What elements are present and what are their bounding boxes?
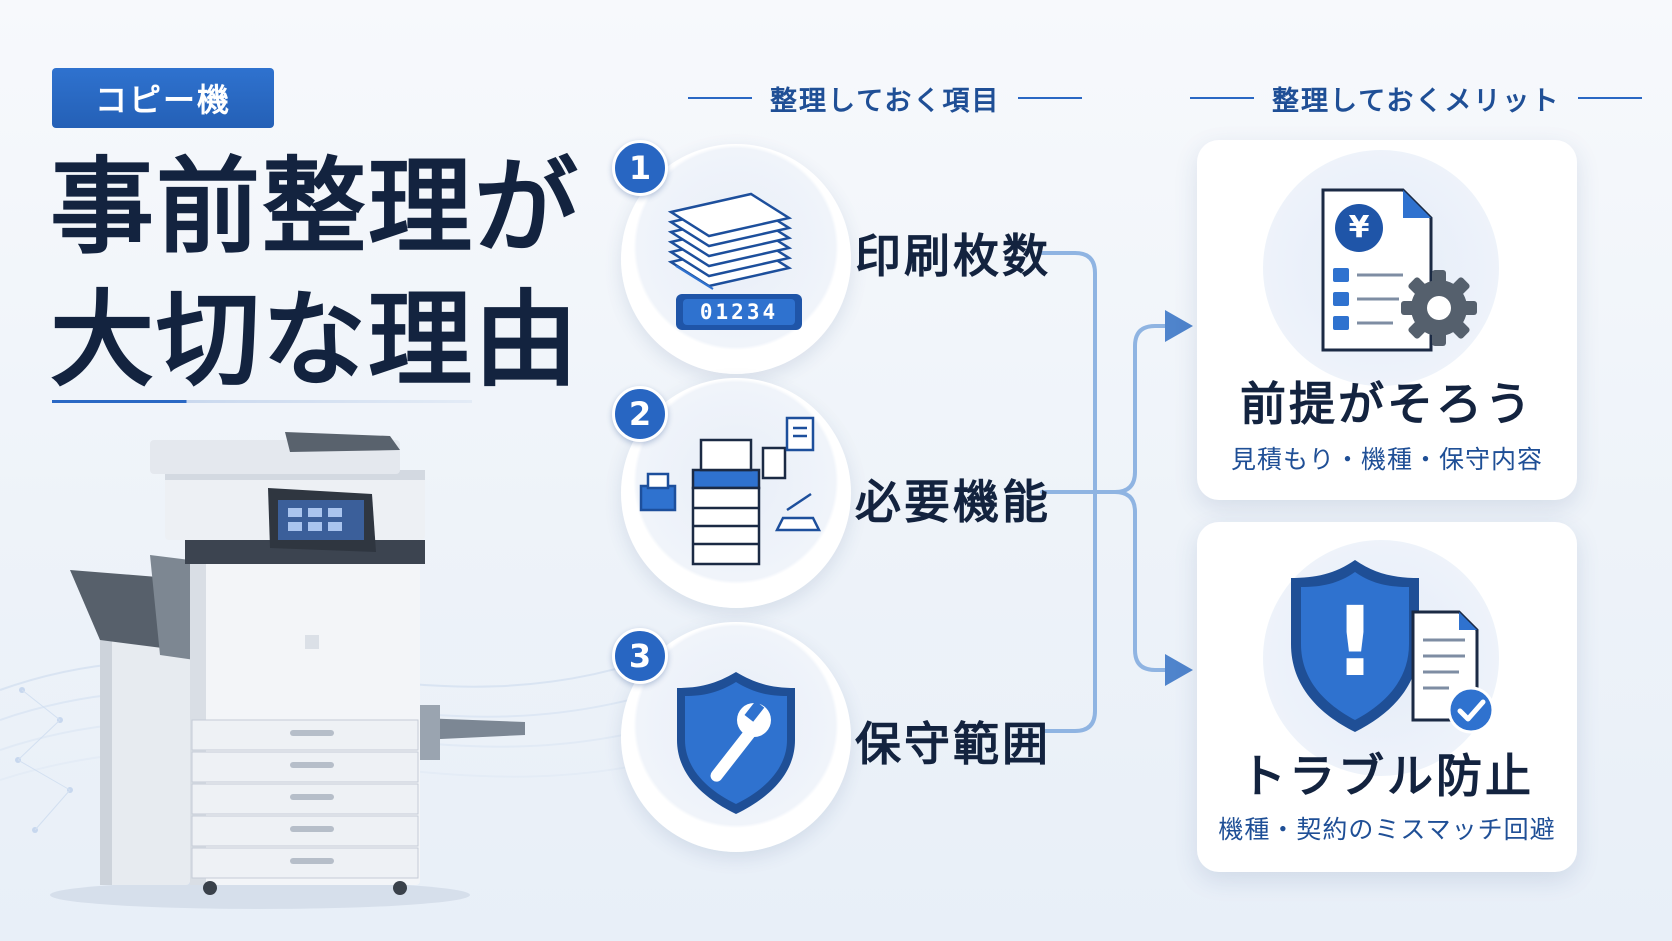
category-badge: コピー機 [52, 68, 274, 128]
item-label-maintenance-scope: 保守範囲 [855, 717, 1051, 771]
items-section-header-text: 整理しておく項目 [770, 85, 1001, 117]
page-counter-digits: 01234 [699, 300, 779, 324]
header-dash-left [688, 97, 752, 99]
yen-document-gear-icon [1321, 188, 1477, 352]
items-section-header: 整理しておく項目 [670, 80, 1100, 117]
exclamation-symbol: ! [1333, 586, 1377, 698]
paper-stack-counter-icon [667, 192, 802, 330]
benefit-subtitle-preconditions: 見積もり・機種・保守内容 [1230, 445, 1543, 474]
benefit-title-preconditions: 前提がそろう [1240, 377, 1534, 431]
item-number-badge-2: 2 [612, 386, 668, 442]
item-circle-print-volume: 01234 [621, 144, 851, 374]
yen-symbol: ¥ [1348, 210, 1370, 245]
item-number-badge-3: 3 [612, 628, 668, 684]
benefit-card-trouble-prevention: ! トラブル防止 機種・契約のミスマッチ回避 [1197, 522, 1577, 872]
benefit-icon-circle: ¥ [1263, 150, 1499, 386]
header-dash-left [1190, 97, 1254, 99]
main-title-line-1: 事前整理が [50, 146, 581, 268]
shield-wrench-icon [677, 672, 795, 814]
arrow-head-bottom [1165, 654, 1193, 686]
main-title-line-2: 大切な理由 [50, 279, 581, 401]
arrow-head-top [1165, 310, 1193, 342]
benefit-icon-circle: ! [1263, 540, 1499, 776]
item-label-print-volume: 印刷枚数 [855, 229, 1051, 283]
title-underline [52, 400, 472, 403]
header-dash-right [1578, 97, 1643, 99]
benefit-card-preconditions: ¥ 前提がそろう 見積もり・機種・保守内容 [1197, 140, 1577, 500]
item-circle-maintenance-scope [621, 622, 851, 852]
benefit-title-trouble-prevention: トラブル防止 [1240, 749, 1534, 803]
header-dash-right [1018, 97, 1083, 99]
benefit-subtitle-trouble-prevention: 機種・契約のミスマッチ回避 [1218, 815, 1556, 844]
warning-shield-document-icon [1291, 560, 1495, 734]
item-label-required-functions: 必要機能 [855, 475, 1051, 529]
multifunction-printer-icon [639, 416, 822, 566]
benefits-section-header-text: 整理しておくメリット [1272, 85, 1561, 117]
item-number-badge-1: 1 [612, 140, 668, 196]
benefits-section-header: 整理しておくメリット [1172, 80, 1660, 117]
